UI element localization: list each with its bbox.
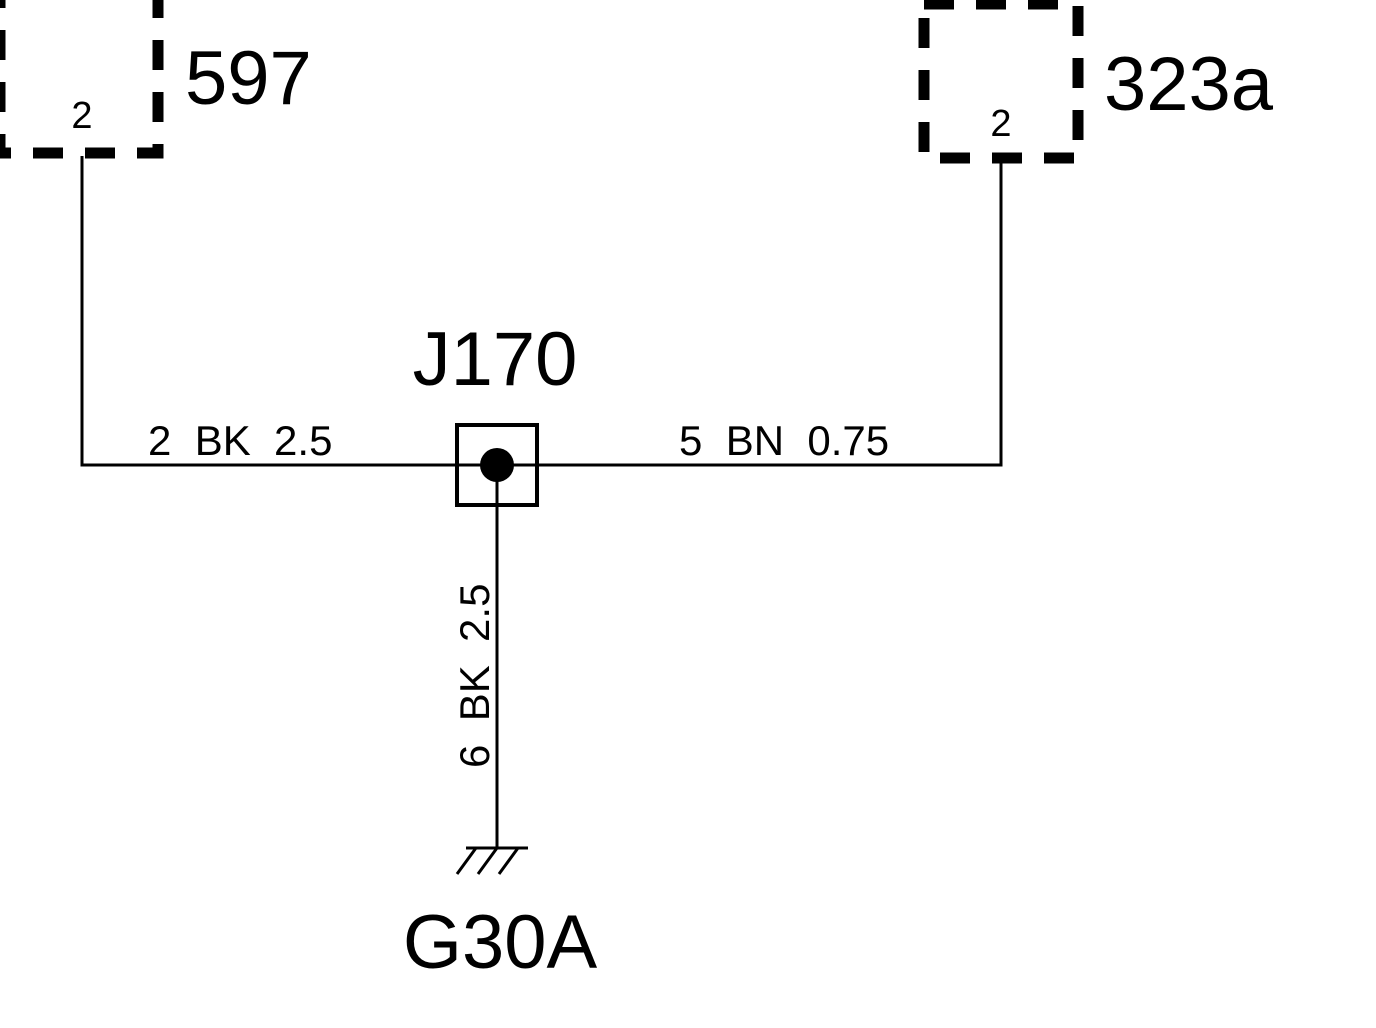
connector-597-label: 597: [185, 36, 312, 121]
junction-label: J170: [413, 317, 578, 402]
connector-323a-outline: [918, 0, 1084, 164]
wire-label-down: 6 BK 2.5: [451, 584, 498, 768]
wire-left: [80, 156, 497, 467]
ground-icon: [455, 846, 528, 875]
ground-g30a: G30A: [403, 846, 598, 985]
connector-323a-pin-label: 2: [990, 103, 1011, 145]
connector-597: 2 597: [0, 0, 312, 159]
wire-label-left: 2 BK 2.5: [148, 417, 332, 464]
connector-323a: 2 323a: [918, 0, 1274, 164]
wires: [80, 156, 1003, 848]
ground-label: G30A: [403, 900, 598, 985]
wire-label-right: 5 BN 0.75: [679, 417, 889, 464]
junction-j170: J170: [413, 317, 578, 507]
connector-597-pin-label: 2: [71, 95, 92, 137]
wire-right: [497, 160, 1003, 467]
junction-box: [455, 423, 539, 507]
connector-323a-label: 323a: [1104, 42, 1274, 127]
junction-dot: [480, 448, 514, 482]
